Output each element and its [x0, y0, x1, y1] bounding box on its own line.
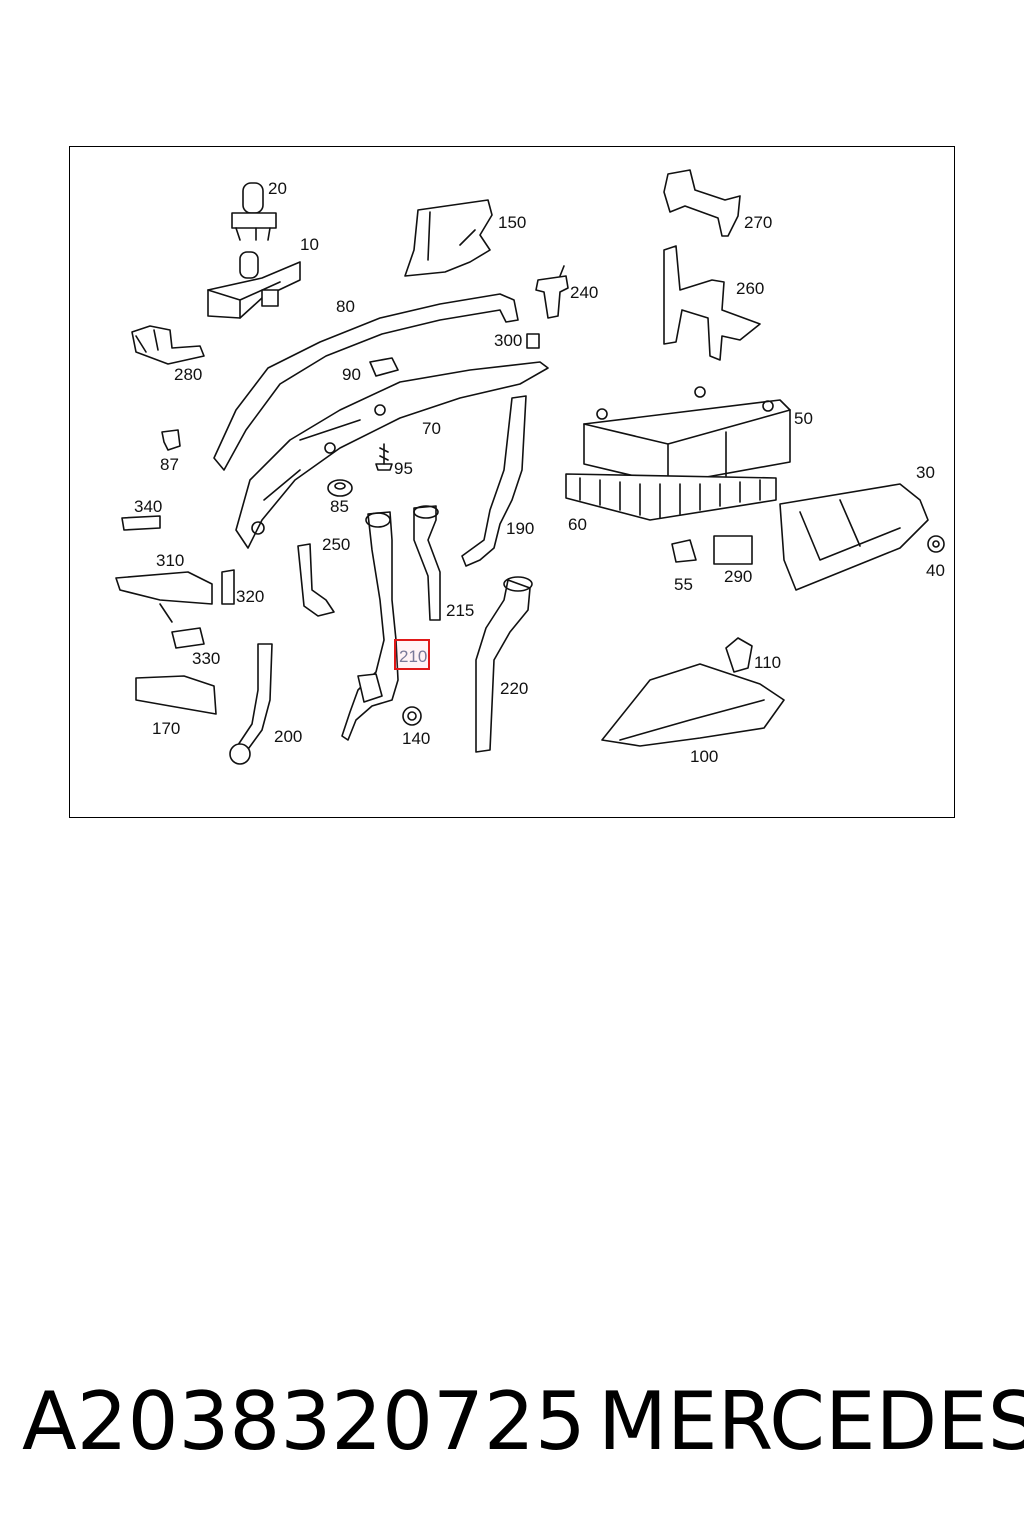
- label-215: 215: [446, 601, 474, 620]
- label-95: 95: [394, 459, 413, 478]
- part-10-actuator[interactable]: [207, 251, 301, 319]
- label-30: 30: [916, 463, 935, 482]
- label-200: 200: [274, 727, 302, 746]
- footer: A2038320725 MERCEDES: [0, 1372, 1024, 1472]
- label-280: 280: [174, 365, 202, 384]
- label-50: 50: [794, 409, 813, 428]
- label-70: 70: [422, 419, 441, 438]
- label-220: 220: [500, 679, 528, 698]
- part-87-clip[interactable]: [161, 429, 181, 451]
- label-87: 87: [160, 455, 179, 474]
- part-340-clip[interactable]: [121, 515, 161, 531]
- part-70-duct-panel[interactable]: [235, 361, 549, 549]
- diagram-frame: [69, 146, 955, 818]
- label-150: 150: [498, 213, 526, 232]
- part-210-hose[interactable]: [341, 511, 399, 741]
- label-40: 40: [926, 561, 945, 580]
- label-320: 320: [236, 587, 264, 606]
- part-55-clip[interactable]: [671, 539, 697, 563]
- part-95-screw[interactable]: [375, 443, 393, 471]
- part-30-blower-housing[interactable]: [779, 483, 929, 591]
- label-80: 80: [336, 297, 355, 316]
- part-50-filter-housing[interactable]: [583, 386, 791, 485]
- part-250-mount[interactable]: [297, 543, 335, 617]
- part-280-clip[interactable]: [131, 325, 205, 365]
- part-220-hose[interactable]: [475, 576, 533, 753]
- label-340: 340: [134, 497, 162, 516]
- label-270: 270: [744, 213, 772, 232]
- label-190: 190: [506, 519, 534, 538]
- brand-name: MERCEDES: [598, 1375, 1024, 1468]
- label-260: 260: [736, 279, 764, 298]
- label-250: 250: [322, 535, 350, 554]
- label-100: 100: [690, 747, 718, 766]
- label-210: 210: [399, 647, 427, 666]
- part-150-duct-cover[interactable]: [404, 199, 493, 277]
- label-140: 140: [402, 729, 430, 748]
- part-320-clip[interactable]: [221, 569, 235, 605]
- label-60: 60: [568, 515, 587, 534]
- part-310-bracket[interactable]: [115, 571, 213, 605]
- part-100-cover-panel[interactable]: [601, 663, 785, 747]
- part-40-nut[interactable]: [927, 535, 945, 553]
- part-90-clip-nut[interactable]: [369, 357, 399, 377]
- part-140-nut[interactable]: [402, 706, 422, 726]
- label-20: 20: [268, 179, 287, 198]
- label-55: 55: [674, 575, 693, 594]
- label-110: 110: [754, 653, 781, 672]
- part-270-bracket[interactable]: [663, 169, 741, 237]
- part-200-hose[interactable]: [229, 643, 273, 765]
- label-290: 290: [724, 567, 752, 586]
- label-10: 10: [300, 235, 319, 254]
- part-190-duct-tube[interactable]: [461, 395, 527, 567]
- part-170-bracket[interactable]: [135, 675, 217, 715]
- part-240-pin[interactable]: [535, 265, 569, 319]
- label-90: 90: [342, 365, 361, 384]
- part-215-hose[interactable]: [413, 505, 441, 621]
- part-85-grommet[interactable]: [327, 479, 353, 497]
- part-60-filter[interactable]: [565, 473, 777, 521]
- part-330-pad[interactable]: [159, 603, 205, 649]
- part-110-clip[interactable]: [725, 637, 753, 673]
- part-number: A2038320725: [22, 1375, 586, 1468]
- label-330: 330: [192, 649, 220, 668]
- label-85: 85: [330, 497, 349, 516]
- part-290-pad[interactable]: [713, 535, 753, 565]
- label-300: 300: [494, 331, 522, 350]
- part-300-clip[interactable]: [526, 333, 540, 349]
- part-20-valve[interactable]: [231, 182, 277, 241]
- part-260-bracket[interactable]: [663, 245, 761, 361]
- part-80-trim-strip[interactable]: [213, 293, 519, 471]
- highlight-box-210: [394, 639, 430, 670]
- label-310: 310: [156, 551, 184, 570]
- label-170: 170: [152, 719, 180, 738]
- label-240: 240: [570, 283, 598, 302]
